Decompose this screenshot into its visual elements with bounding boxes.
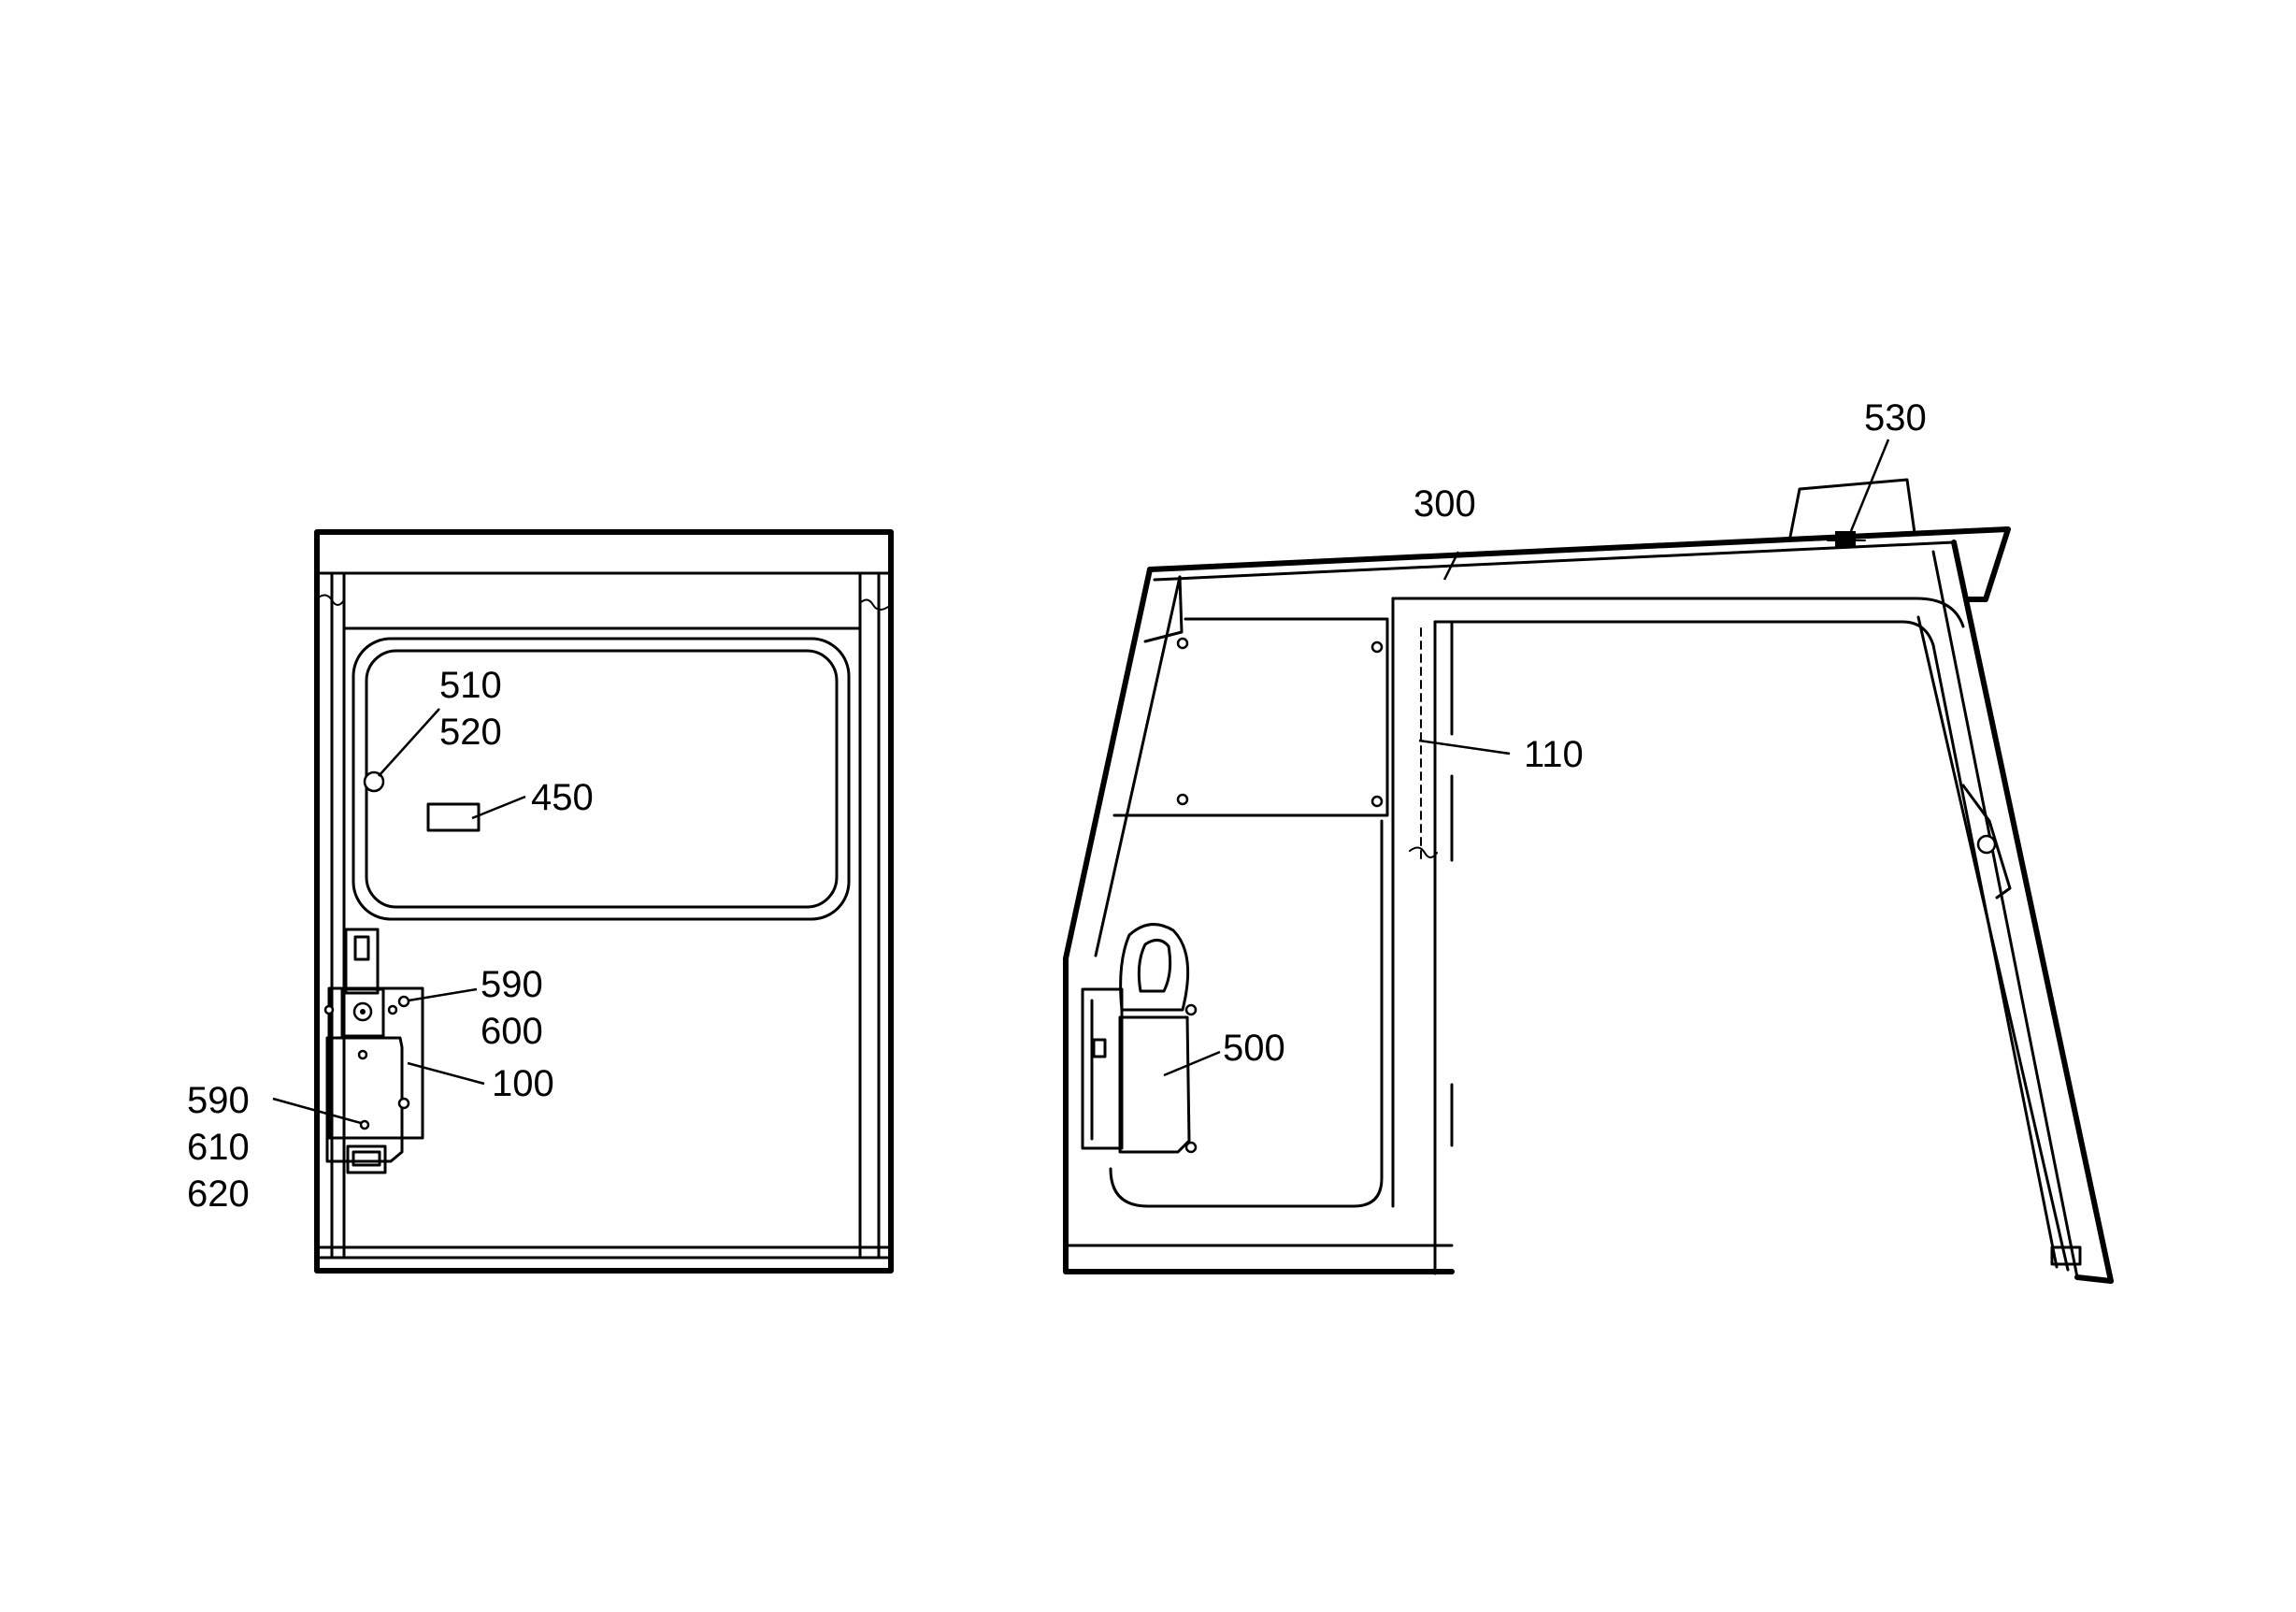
side-panel-outline bbox=[1112, 617, 1389, 817]
leader-590-600 bbox=[408, 987, 478, 1002]
rear-pillar-inner bbox=[1931, 550, 2079, 1279]
panel-bolt-tr bbox=[1370, 640, 1384, 654]
label-450: 450 bbox=[531, 777, 594, 818]
roof-top bbox=[1147, 526, 2011, 602]
latch-500-handle bbox=[1119, 923, 1190, 1012]
latch-hinge-center bbox=[360, 1009, 366, 1015]
front-corner bbox=[1143, 575, 1184, 643]
latch-rivet bbox=[357, 1049, 368, 1060]
rear-pillar-outer bbox=[1951, 540, 2114, 1284]
label-530: 530 bbox=[1864, 397, 1927, 439]
roof-inner-line bbox=[1153, 540, 1956, 582]
front-pillar-inner bbox=[1094, 575, 1182, 957]
label-590-upper: 590 bbox=[481, 964, 543, 1005]
label-300: 300 bbox=[1413, 483, 1476, 525]
cab-side-view: 300 530 110 500 bbox=[1063, 397, 2114, 1284]
label-610: 610 bbox=[187, 1127, 250, 1168]
rear-pillar-inner-3 bbox=[1931, 643, 2059, 1269]
latch-upper-slot bbox=[353, 935, 370, 961]
latch-bottom-lug bbox=[346, 1144, 387, 1174]
latch-body bbox=[325, 1036, 404, 1163]
latch-500-handle-slot bbox=[1137, 939, 1172, 993]
leader-530 bbox=[1849, 439, 1890, 532]
latch-pivot-left bbox=[323, 1004, 335, 1015]
panel-bolt-tl bbox=[1176, 637, 1189, 650]
latch-assembly bbox=[323, 928, 424, 1174]
part-450-plate bbox=[426, 802, 481, 832]
panel-bolt-br bbox=[1370, 795, 1384, 808]
latch-500-tab bbox=[1092, 1038, 1107, 1058]
roof-lower-inner bbox=[1433, 620, 1935, 647]
door-outer-frame bbox=[314, 529, 894, 1274]
latch-500-base bbox=[1081, 987, 1124, 1150]
door-view: 510 520 450 590 600 100 590 610 620 bbox=[187, 529, 894, 1274]
part-510-520-knob bbox=[363, 770, 385, 793]
screw-590-upper bbox=[397, 995, 410, 1008]
leader-590-610-620 bbox=[272, 1097, 362, 1125]
latch-500-body bbox=[1118, 1015, 1191, 1154]
latch-hinge-block bbox=[340, 987, 385, 1038]
door-break-right bbox=[859, 598, 892, 611]
screw-side bbox=[397, 1097, 410, 1110]
screw-590-lower bbox=[359, 1119, 370, 1130]
rear-foot bbox=[2050, 1245, 2082, 1266]
latch-500-screw-top bbox=[1184, 1003, 1198, 1016]
leader-510-520 bbox=[378, 708, 440, 777]
panel-bolt-bl bbox=[1176, 793, 1189, 806]
leader-450 bbox=[471, 795, 526, 820]
door-opening-lower bbox=[1109, 819, 1384, 1208]
label-590-lower: 590 bbox=[187, 1080, 250, 1121]
center-post-break bbox=[1409, 846, 1438, 858]
label-520: 520 bbox=[439, 712, 502, 753]
leader-100 bbox=[407, 1061, 485, 1086]
window-outer bbox=[352, 637, 851, 921]
label-600: 600 bbox=[481, 1011, 543, 1052]
door-break-left bbox=[316, 594, 345, 606]
rear-base bbox=[2074, 1274, 2114, 1284]
leader-300 bbox=[1442, 551, 1460, 581]
front-pillar-outer bbox=[1063, 567, 1153, 1274]
latch-500-screw-bottom bbox=[1184, 1141, 1198, 1154]
leader-500 bbox=[1163, 1050, 1221, 1077]
roof-box bbox=[1788, 478, 1916, 539]
label-100: 100 bbox=[492, 1063, 554, 1104]
latch-bottom-slot bbox=[352, 1150, 381, 1167]
label-110: 110 bbox=[1524, 734, 1584, 775]
rear-hinge-bracket bbox=[1961, 784, 2012, 900]
window-inner bbox=[365, 649, 839, 909]
rear-hinge-pin bbox=[1976, 834, 1997, 855]
label-500: 500 bbox=[1223, 1028, 1285, 1069]
latch-upper-bracket bbox=[344, 928, 380, 995]
leader-110 bbox=[1418, 739, 1511, 756]
label-620: 620 bbox=[187, 1173, 250, 1215]
label-510: 510 bbox=[439, 665, 502, 706]
latch-500 bbox=[1081, 923, 1198, 1154]
latch-pivot-right bbox=[387, 1004, 398, 1015]
